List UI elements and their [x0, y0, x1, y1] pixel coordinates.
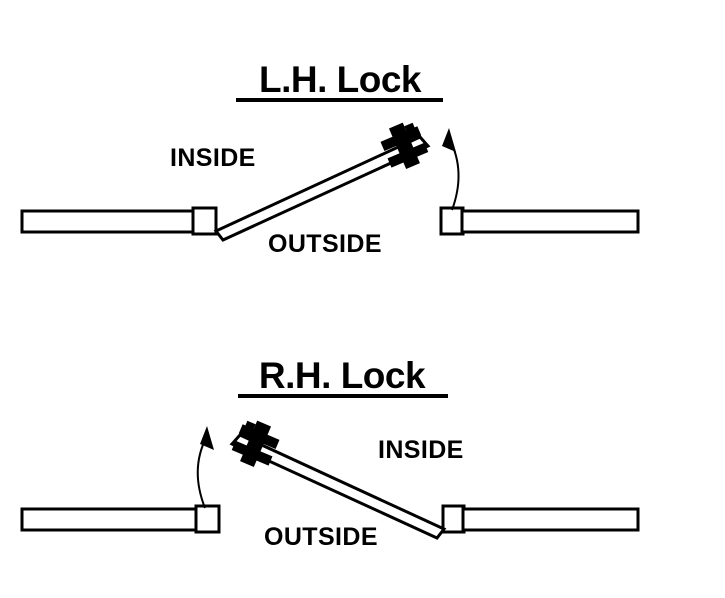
lh-door-leaf: [213, 135, 431, 242]
rh-left-wall-segment: [20, 507, 198, 532]
rh-door-leaf: [229, 433, 447, 540]
lh-lock-escutcheon-lower-icon: [387, 142, 429, 168]
lh-left-wall-segment: [20, 209, 196, 234]
lh-lock-diagram: L.H. Lock INSIDE OUTSIDE: [20, 59, 640, 258]
lh-right-wall-segment: [460, 209, 640, 234]
rh-lock-hardware: [231, 420, 280, 467]
rh-swing-arrowhead-icon: [200, 426, 214, 450]
rh-left-jamb-block: [194, 504, 221, 534]
rh-lock-diagram: R.H. Lock INSIDE OUTSIDE: [20, 355, 640, 551]
rh-lock-escutcheon-upper-icon: [238, 424, 280, 450]
rh-lock-escutcheon-lower-icon: [231, 440, 273, 466]
lh-lock-escutcheon-upper-icon: [380, 126, 422, 152]
lh-left-jamb-block: [191, 206, 218, 236]
rh-right-wall-segment: [461, 507, 640, 532]
lh-inside-label: INSIDE: [170, 144, 256, 172]
lh-lock-hardware: [380, 122, 429, 169]
lh-right-jamb-block: [439, 206, 465, 236]
lh-lock-title: L.H. Lock: [259, 59, 422, 100]
lh-lock-tab-icon: [404, 122, 416, 134]
rh-swing-arc: [196, 437, 207, 509]
lh-swing-arrowhead-icon: [442, 128, 456, 152]
rh-lock-tab-icon: [244, 420, 256, 432]
rh-right-jamb-block: [441, 504, 466, 534]
rh-inside-label: INSIDE: [378, 436, 464, 464]
lh-outside-label: OUTSIDE: [268, 230, 382, 258]
rh-outside-label: OUTSIDE: [264, 523, 378, 551]
rh-lock-title: R.H. Lock: [259, 355, 426, 396]
